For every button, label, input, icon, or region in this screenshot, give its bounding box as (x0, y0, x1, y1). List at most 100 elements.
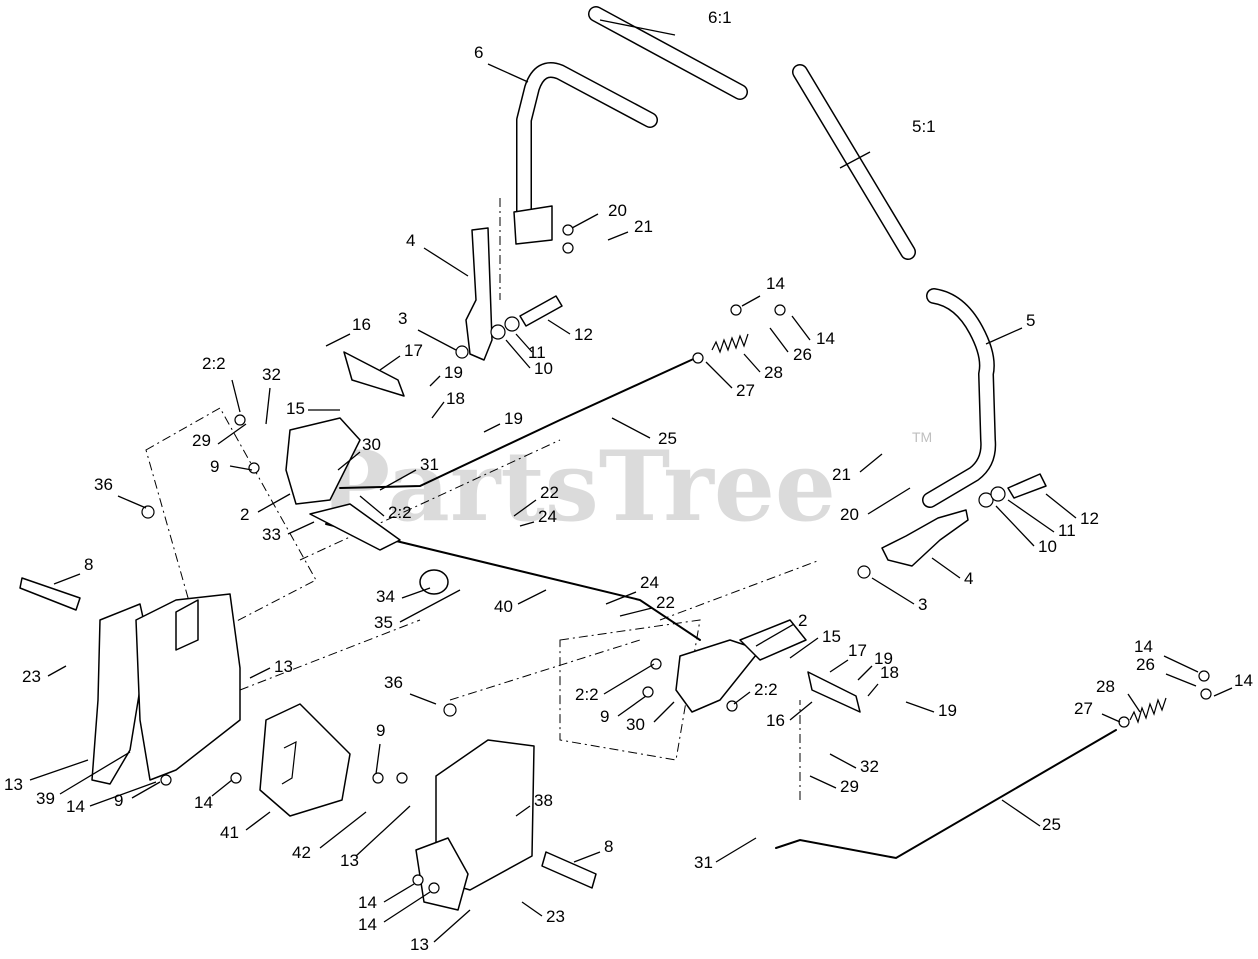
callout-label: 22 (540, 483, 559, 502)
callout-leader (1163, 655, 1199, 673)
callout: 25 (611, 417, 677, 448)
callout-leader (607, 231, 629, 241)
callout-leader (741, 295, 761, 307)
callout-leader (1127, 693, 1141, 713)
callout: 31 (694, 837, 757, 872)
callout: 4 (406, 231, 469, 277)
callout: 41 (220, 811, 271, 842)
callout: 33 (262, 521, 315, 544)
callout-leader (325, 333, 351, 347)
callout: 10 (995, 505, 1057, 556)
callout: 2 (240, 493, 291, 524)
callout: 15 (789, 627, 841, 659)
callout-label: 8 (604, 837, 613, 856)
callout: 4 (931, 557, 973, 588)
callout-leader (519, 521, 535, 527)
callout-label: 14 (1134, 637, 1153, 656)
callout-leader (715, 837, 757, 863)
callout-leader (867, 487, 911, 515)
callout: 14 (66, 781, 157, 816)
bracket-4-upper (465, 198, 501, 361)
callout-label: 12 (1080, 509, 1099, 528)
callout-leader (117, 495, 147, 509)
callout-leader (513, 499, 537, 517)
callout-label: 14 (358, 893, 377, 912)
callout: 40 (494, 589, 547, 616)
callout: 26 (769, 327, 812, 364)
callout: 32 (262, 365, 281, 425)
callout: 36 (94, 475, 147, 509)
callout-leader (375, 743, 381, 775)
callout-leader (603, 663, 655, 695)
handle-grip-6-1 (588, 6, 748, 100)
callout-leader (487, 63, 529, 83)
callout-label: 20 (840, 505, 859, 524)
callout-leader (423, 247, 469, 277)
callout-leader (705, 361, 733, 389)
callout-label: 22 (656, 593, 675, 612)
callout-label: 30 (362, 435, 381, 454)
callout: 2:2 (202, 354, 241, 413)
callout: 20 (571, 201, 627, 229)
callout-leader (839, 151, 871, 169)
callout: 14 (194, 779, 233, 812)
callout-label: 39 (36, 789, 55, 808)
callout-leader (1007, 499, 1055, 533)
callout-leader (337, 451, 361, 471)
callout: 20 (840, 487, 911, 524)
callout-label: 12 (574, 325, 593, 344)
callout-leader (229, 465, 253, 471)
callout-label: 35 (374, 613, 393, 632)
callout-label: 16 (352, 315, 371, 334)
callout: 2:2 (733, 680, 778, 705)
callout-label: 28 (1096, 677, 1115, 696)
callout-label: 25 (1042, 815, 1061, 834)
callout-label: 36 (94, 475, 113, 494)
callout: 14 (791, 315, 835, 348)
callout-leader (257, 493, 291, 513)
callout-label: 5 (1026, 311, 1035, 330)
callout-label: 4 (406, 231, 415, 250)
callout-label: 9 (600, 707, 609, 726)
callout-label: 14 (194, 793, 213, 812)
dash-outline-left (145, 407, 317, 641)
callout-leader (789, 701, 813, 721)
callout: 34 (376, 587, 431, 606)
callout-label: 21 (634, 217, 653, 236)
callout-leader (867, 683, 879, 697)
callout-label: 36 (384, 673, 403, 692)
spring-28-lower (1129, 697, 1167, 724)
callout-leader (931, 557, 961, 579)
callout: 14 (1213, 671, 1253, 697)
callout: 25 (1001, 799, 1061, 834)
callout-leader (483, 423, 501, 433)
callout-leader (829, 753, 857, 769)
callout: 23 (521, 901, 565, 926)
callout-leader (1165, 673, 1197, 687)
callout: 19 (857, 649, 893, 681)
callout-label: 13 (410, 935, 429, 954)
callout-leader (59, 751, 131, 795)
callout: 14 (358, 883, 415, 912)
callout: 22 (513, 483, 559, 517)
rod-25-lower (775, 729, 1117, 860)
callout-leader (871, 577, 915, 605)
callout: 42 (292, 811, 367, 862)
callout-leader (605, 591, 637, 605)
callout: 21 (832, 453, 883, 484)
callout-leader (417, 329, 457, 351)
callout: 3 (398, 309, 457, 351)
callout-leader (789, 637, 819, 659)
callout-leader (733, 691, 751, 705)
callout: 26 (1136, 655, 1197, 687)
callout: 19 (905, 701, 957, 720)
callout-leader (211, 779, 233, 797)
control-arm-5 (922, 288, 997, 508)
callout-label: 2:2 (754, 680, 778, 699)
callout: 31 (379, 455, 439, 491)
callout: 29 (809, 775, 859, 796)
callout-label: 32 (262, 365, 281, 384)
callout-label: 15 (286, 399, 305, 418)
callout-leader (131, 781, 161, 799)
